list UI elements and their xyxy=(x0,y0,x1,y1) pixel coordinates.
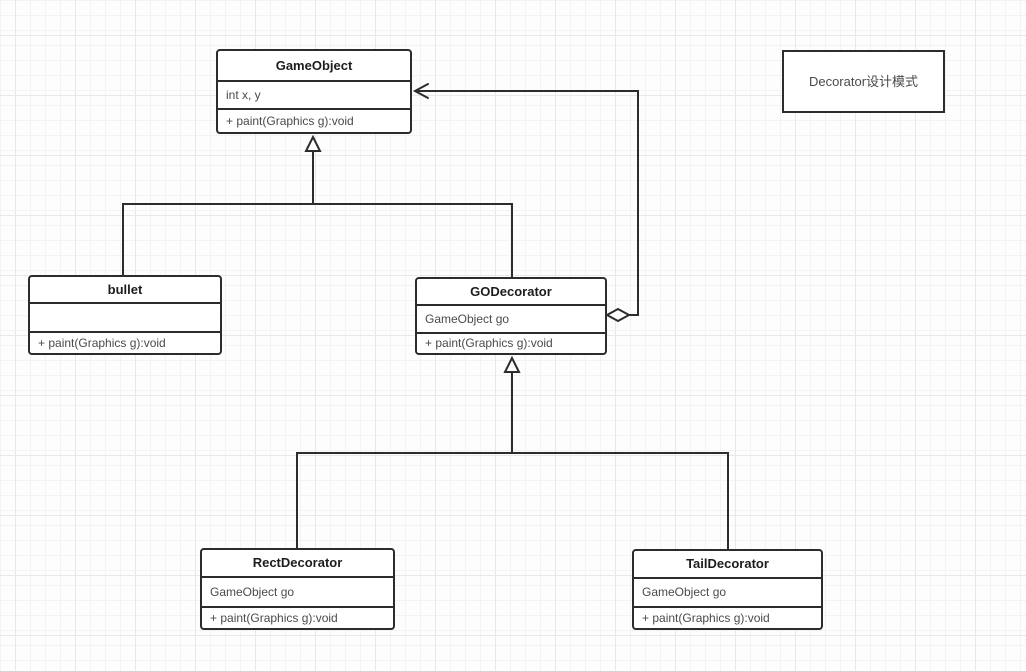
class-gameobject[interactable]: GameObject int x, y + paint(Graphics g):… xyxy=(216,49,412,134)
class-name: TailDecorator xyxy=(634,551,821,579)
hollow-diamond xyxy=(604,307,632,323)
class-name: bullet xyxy=(30,277,220,304)
class-attributes: GameObject go xyxy=(634,579,821,608)
class-attributes: GameObject go xyxy=(202,578,393,608)
class-godecorator[interactable]: GODecorator GameObject go + paint(Graphi… xyxy=(415,277,607,355)
hollow-triangle-arrowhead xyxy=(503,355,521,373)
generalization-edge-to-gameobject[interactable] xyxy=(122,134,513,277)
class-attributes: GameObject go xyxy=(417,306,605,334)
aggregation-edge-godecorator-gameobject[interactable] xyxy=(412,83,639,323)
hollow-triangle-arrowhead xyxy=(304,134,322,152)
class-methods: + paint(Graphics g):void xyxy=(425,336,553,350)
open-arrowhead xyxy=(412,83,429,99)
class-bullet[interactable]: bullet + paint(Graphics g):void xyxy=(28,275,222,355)
class-attributes xyxy=(30,304,220,333)
generalization-edge-to-godecorator[interactable] xyxy=(296,355,729,549)
class-rectdecorator[interactable]: RectDecorator GameObject go + paint(Grap… xyxy=(200,548,395,630)
class-methods: + paint(Graphics g):void xyxy=(226,114,354,128)
class-methods: + paint(Graphics g):void xyxy=(642,611,770,625)
class-name: GameObject xyxy=(218,51,410,82)
class-methods: + paint(Graphics g):void xyxy=(210,611,338,625)
class-attributes: int x, y xyxy=(218,82,410,110)
note-decorator-pattern[interactable]: Decorator设计模式 xyxy=(782,50,945,113)
class-taildecorator[interactable]: TailDecorator GameObject go + paint(Grap… xyxy=(632,549,823,630)
class-methods: + paint(Graphics g):void xyxy=(38,336,166,350)
class-name: RectDecorator xyxy=(202,550,393,578)
class-name: GODecorator xyxy=(417,279,605,306)
